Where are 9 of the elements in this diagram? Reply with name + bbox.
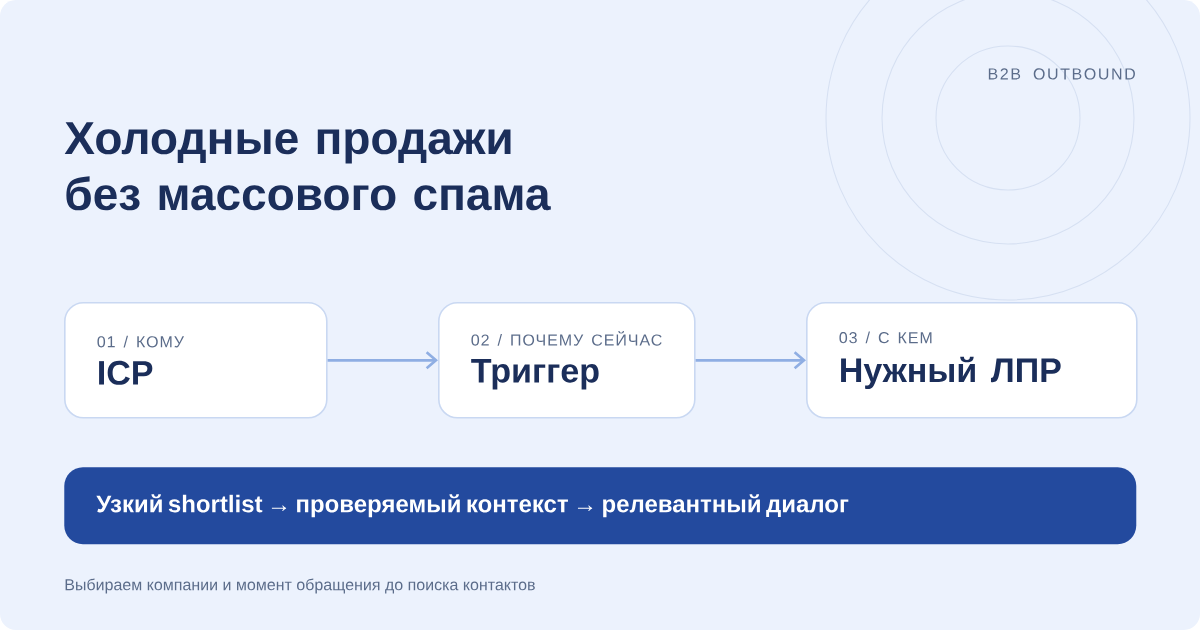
step-card: 03 / С КЕМ Нужный ЛПР: [806, 302, 1138, 419]
tag-label: B2B OUTBOUND: [988, 68, 1135, 80]
arrow: [695, 351, 806, 370]
caption: Выбираем компании и момент обращения до поиска контактов: [65, 578, 535, 594]
step-card: 01 / КОМУ ICP: [64, 302, 328, 419]
title: Холодные продажи без массового спама: [64, 122, 551, 211]
arrow: [327, 351, 438, 370]
summary-banner: Узкий shortlist → проверяемый контекст → релевантный диалог: [64, 467, 1137, 545]
step-card: 02 / ПОЧЕМУ СЕЙЧАС Триггер: [438, 302, 696, 419]
